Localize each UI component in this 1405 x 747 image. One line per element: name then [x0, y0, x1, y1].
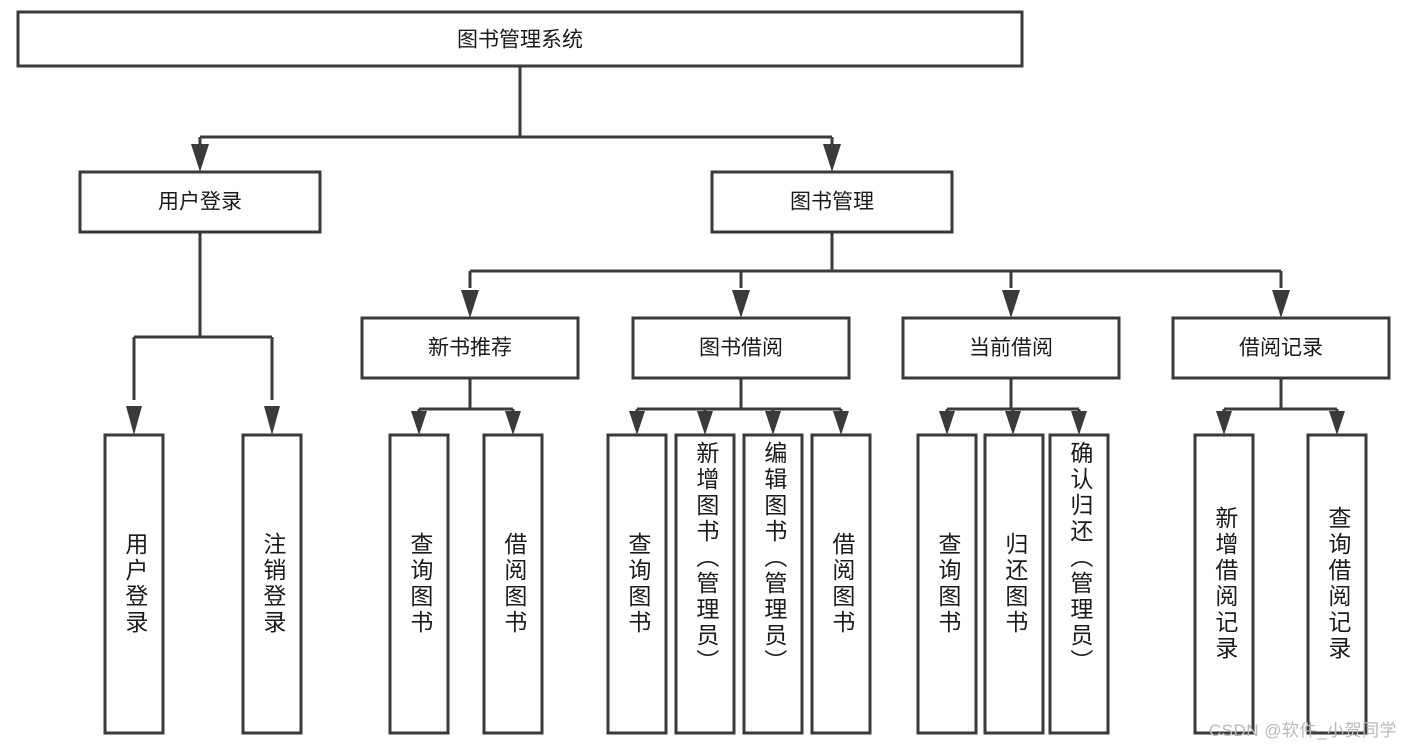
leaf-borrow-book-1-box[interactable]: [482, 433, 544, 735]
node-root-label: 图书管理系统: [457, 29, 583, 52]
leaf-edit-book-box[interactable]: [742, 433, 804, 735]
leaf-user-login-box[interactable]: [103, 433, 165, 735]
arrow-to-leaf-return-book: [1005, 411, 1021, 435]
arrow-to-leaf-query-book-1: [411, 411, 427, 435]
arrow-to-leaf-query-book-3: [939, 411, 955, 435]
node-borrow-record-label: 借阅记录: [1239, 337, 1323, 360]
node-book-manage-box[interactable]: [710, 170, 954, 234]
node-book-borrow-box[interactable]: [631, 316, 851, 380]
node-borrow-record-box[interactable]: [1171, 316, 1391, 380]
arrow-to-leaf-edit-book: [765, 411, 781, 435]
node-root-box[interactable]: [16, 10, 1024, 68]
leaf-add-record-box[interactable]: [1193, 433, 1255, 735]
leaf-query-book-2-box[interactable]: [606, 433, 668, 735]
leaf-borrow-book-2-box[interactable]: [810, 433, 872, 735]
leaf-logout-box[interactable]: [241, 433, 303, 735]
arrow-to-leaf-add-book: [697, 411, 713, 435]
connectors-layer: [126, 66, 1345, 435]
arrow-to-leaf-borrow-book-1: [505, 411, 521, 435]
node-current-borrow-label: 当前借阅: [969, 337, 1053, 360]
node-user-login-box[interactable]: [78, 170, 322, 234]
arrow-to-leaf-user-login: [126, 406, 142, 435]
arrow-to-leaf-borrow-book-2: [833, 411, 849, 435]
csdn-watermark: CSDN @软件_小贺同学: [1208, 721, 1397, 740]
arrow-to-book-borrow: [732, 290, 750, 318]
arrow-to-new-book-recommend: [461, 290, 479, 318]
arrow-to-leaf-query-book-2: [629, 411, 645, 435]
nodes-layer: 图书管理系统 用户登录 图书管理 新书推荐 图书借阅 当前借阅 借阅记录: [16, 10, 1391, 735]
arrow-to-book-manage: [823, 144, 841, 172]
node-new-book-recommend-box[interactable]: [360, 316, 580, 380]
leaf-add-book-box[interactable]: [674, 433, 736, 735]
node-user-login-label: 用户登录: [158, 191, 242, 214]
leaf-confirm-return-box[interactable]: [1048, 433, 1110, 735]
leaf-query-book-3-box[interactable]: [916, 433, 978, 735]
node-book-borrow-label: 图书借阅: [699, 337, 783, 360]
arrow-to-leaf-query-record: [1329, 411, 1345, 435]
arrow-to-leaf-add-record: [1216, 411, 1232, 435]
arrow-to-user-login: [191, 144, 209, 172]
node-current-borrow-box[interactable]: [901, 316, 1121, 380]
leaf-query-book-1-box[interactable]: [388, 433, 450, 735]
node-book-manage-label: 图书管理: [790, 191, 874, 214]
node-new-book-recommend-label: 新书推荐: [428, 337, 512, 360]
arrow-to-current-borrow: [1002, 290, 1020, 318]
arrow-to-leaf-confirm-return: [1071, 411, 1087, 435]
leaf-return-book-box[interactable]: [983, 433, 1045, 735]
arrow-to-leaf-logout: [264, 406, 280, 435]
arrow-to-borrow-record: [1272, 290, 1290, 318]
leaf-query-record-box[interactable]: [1306, 433, 1368, 735]
